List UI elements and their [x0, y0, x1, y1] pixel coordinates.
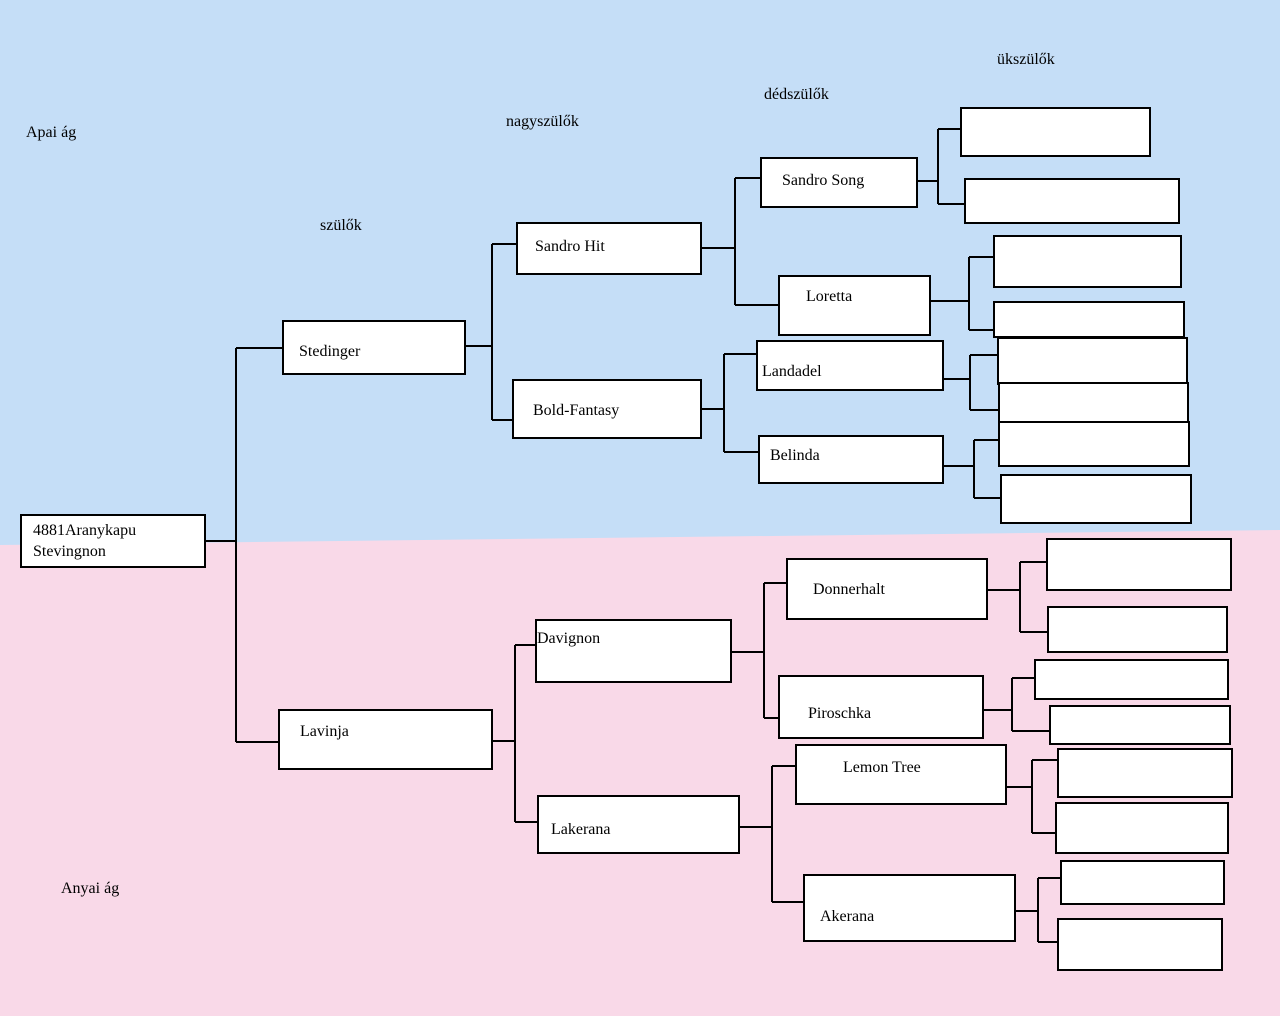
great-grandparent-name: Piroschka — [808, 705, 872, 722]
subject-name-line2: Stevingnon — [33, 543, 106, 560]
great-great-grandparent-box — [1055, 802, 1229, 854]
great-grandparent-box: Akerana — [803, 874, 1016, 942]
mother-name: Lavinja — [300, 723, 349, 740]
great-great-grandparent-box — [964, 178, 1180, 224]
subject-horse: 4881Aranykapu Stevingnon — [20, 514, 206, 568]
great-great-grandparent-box — [993, 235, 1182, 288]
great-great-grandparent-box — [1057, 918, 1223, 971]
maternal-grandfather-name: Davignon — [537, 630, 601, 647]
great-grandparent-name: Belinda — [770, 447, 820, 464]
maternal-grandmother-box: Lakerana — [537, 795, 740, 854]
father-name: Stedinger — [299, 343, 361, 360]
great-grandparent-name: Donnerhalt — [813, 581, 885, 598]
paternal-grandfather-box: Sandro Hit — [516, 222, 702, 275]
maternal-grandmother-name: Lakerana — [551, 821, 611, 838]
great-grandparent-box: Belinda — [758, 435, 944, 484]
generation-label-parents: szülők — [320, 217, 362, 234]
great-grandparent-box: Sandro Song — [760, 157, 918, 208]
great-great-grandparent-box — [1057, 748, 1233, 798]
great-grandparent-box: Loretta — [778, 275, 931, 336]
great-great-grandparent-box — [1049, 705, 1231, 745]
great-grandparent-box: Landadel — [756, 340, 944, 391]
father-box: Stedinger — [282, 320, 466, 375]
great-great-grandparent-box — [998, 382, 1189, 423]
generation-label-grandparents: nagyszülők — [506, 113, 579, 130]
paternal-grandmother-box: Bold-Fantasy — [512, 379, 702, 439]
great-grandparent-name: Landadel — [762, 363, 822, 380]
great-grandparent-box: Donnerhalt — [786, 558, 988, 620]
great-grandparent-name: Sandro Song — [782, 172, 865, 189]
great-grandparent-box: Piroschka — [778, 675, 984, 739]
subject-name-line1: 4881Aranykapu — [33, 522, 137, 539]
great-grandparent-name: Loretta — [806, 288, 853, 305]
great-great-grandparent-box — [997, 337, 1188, 385]
great-great-grandparent-box — [960, 107, 1151, 157]
great-great-grandparent-box — [1060, 860, 1225, 905]
maternal-grandfather-box: Davignon — [535, 619, 732, 683]
great-great-grandparent-box — [993, 301, 1185, 338]
great-great-grandparent-box — [998, 421, 1190, 467]
paternal-grandfather-name: Sandro Hit — [535, 238, 605, 255]
paternal-grandmother-name: Bold-Fantasy — [533, 402, 620, 419]
maternal-branch-label: Anyai ág — [61, 880, 120, 897]
great-great-grandparent-box — [1000, 474, 1192, 524]
generation-label-great-grandparents: dédszülők — [764, 86, 829, 103]
great-grandparent-name: Lemon Tree — [843, 759, 921, 776]
generation-label-great-great-grandparents: ükszülők — [997, 51, 1055, 68]
mother-box: Lavinja — [278, 709, 493, 770]
great-great-grandparent-box — [1046, 538, 1232, 591]
great-grandparent-box: Lemon Tree — [795, 744, 1007, 805]
great-grandparent-name: Akerana — [820, 908, 875, 925]
paternal-branch-label: Apai ág — [26, 124, 77, 141]
great-great-grandparent-box — [1047, 606, 1228, 653]
great-great-grandparent-box — [1034, 659, 1229, 700]
